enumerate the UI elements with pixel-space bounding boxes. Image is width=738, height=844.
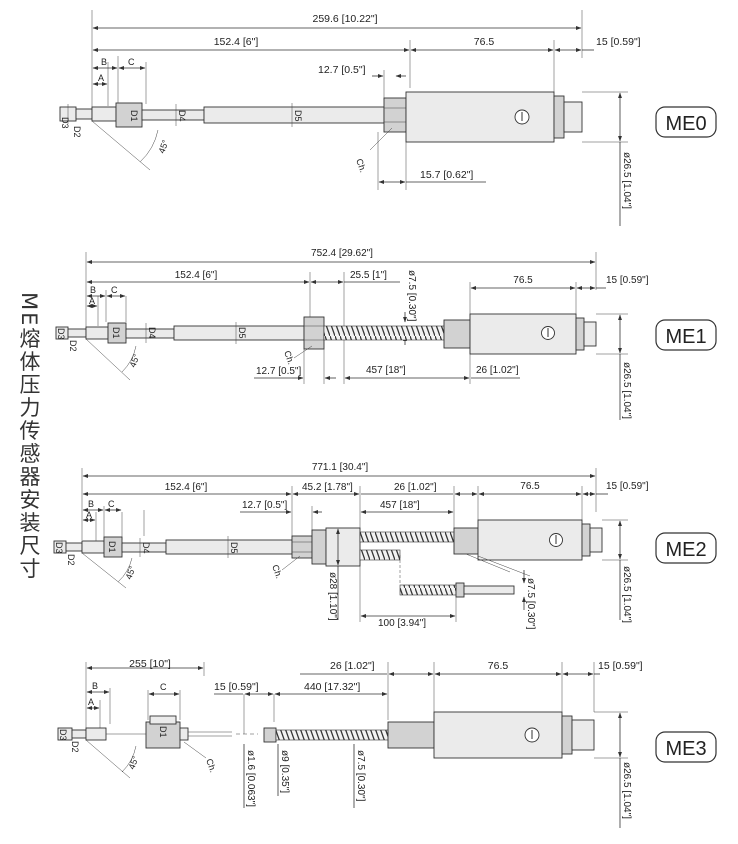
me3-dim-tubedia: ø9 [0.35"] <box>279 750 290 793</box>
me0-label-ch: Ch. <box>354 157 368 174</box>
me1-label-ch: Ch. <box>282 349 296 366</box>
me2-dim-neck: 26 [1.02"] <box>394 482 437 493</box>
me1-label-a: A <box>89 296 95 306</box>
me1-dim-dia: ø26.5 [1.04"] <box>621 362 632 419</box>
me2-label-d5: D5 <box>229 542 239 554</box>
me2-label-b: B <box>88 499 94 509</box>
me3-label-d1: D1 <box>158 726 168 738</box>
me0-dim-neck: 15.7 [0.62"] <box>420 169 473 181</box>
me2-dim-tchose: 100 [3.94"] <box>378 618 426 629</box>
me2-dim-cap: 15 [0.59"] <box>606 481 649 492</box>
me1-dim-flexrigid: 25.5 [1"] <box>350 270 387 281</box>
me1-dim-body: 76.5 <box>513 275 533 286</box>
me3-dim-body: 76.5 <box>488 660 509 672</box>
me3-dim-capdia: ø1.6 [0.063"] <box>245 750 256 807</box>
me3-dim-neck: 26 [1.02"] <box>330 660 375 672</box>
me2-dim-hosedia: ø7.5 [0.30"] <box>525 578 536 630</box>
me1-dim-cap: 15 [0.59"] <box>606 275 649 286</box>
me1-label-d2: D2 <box>68 340 78 352</box>
me1-badge: ME1 <box>665 326 706 348</box>
me2-label-d3: D3 <box>54 542 64 554</box>
me1-label-d5: D5 <box>237 327 247 339</box>
me2-dim-stem: 152.4 [6"] <box>165 482 208 493</box>
me2-dim-dia: ø26.5 [1.04"] <box>621 566 632 623</box>
me3-badge: ME3 <box>665 738 706 760</box>
me2-dim-total: 771.1 [30.4"] <box>312 462 369 473</box>
me2-dim-body: 76.5 <box>520 481 540 492</box>
me3-label-d2: D2 <box>70 741 80 753</box>
me0-dim-total: 259.6 [10.22"] <box>312 13 377 25</box>
me2-badge: ME2 <box>665 539 706 561</box>
me0-label-d1: D1 <box>129 110 139 122</box>
me1-label-d3: D3 <box>56 328 66 340</box>
me1-dim-total: 752.4 [29.62"] <box>311 248 373 259</box>
me1-label-c: C <box>111 285 118 295</box>
me3-label-angle: 45° <box>126 754 140 771</box>
panel-me2: 771.1 [30.4"] 152.4 [6"] 45.2 [1.78"] 26… <box>53 462 717 630</box>
me3-label-d3: D3 <box>58 729 68 741</box>
panel-me3: 255 [10"] 26 [1.02"] 76.5 15 [0.59"] 15 … <box>57 658 717 828</box>
me0-label-a: A <box>98 73 104 83</box>
me1-label-d4: D4 <box>147 327 157 339</box>
me2-label-d1: D1 <box>107 541 117 553</box>
me3-label-a: A <box>88 697 94 707</box>
me3-dim-total: 255 [10"] <box>129 658 171 670</box>
me0-label-angle: 45° <box>156 138 170 155</box>
me3-label-c: C <box>160 682 167 692</box>
me3-label-ch: Ch. <box>204 757 218 774</box>
me0-label-d2: D2 <box>72 126 82 138</box>
me0-dim-dia: ø26.5 [1.04"] <box>621 152 632 209</box>
me2-dim-hose: 457 [18"] <box>380 500 420 511</box>
me0-dim-cap: 15 [0.59"] <box>596 36 641 48</box>
me1-dim-hosedia: ø7.5 [0.30"] <box>406 270 417 322</box>
me1-dim-stem: 152.4 [6"] <box>175 270 218 281</box>
me1-label-d1: D1 <box>111 327 121 339</box>
me0-badge: ME0 <box>665 113 706 135</box>
me0-label-c: C <box>128 57 135 67</box>
me0-label-d3: D3 <box>60 117 70 129</box>
me0-dim-stem: 152.4 [6"] <box>214 36 259 48</box>
me2-label-ch: Ch. <box>270 563 284 580</box>
panel-me1: 752.4 [29.62"] 152.4 [6"] 25.5 [1"] ø7.5… <box>55 248 717 420</box>
me2-label-a: A <box>86 510 92 520</box>
me2-label-d2: D2 <box>66 554 76 566</box>
me2-label-d4: D4 <box>141 542 151 554</box>
me0-dim-hex: 12.7 [0.5"] <box>318 64 366 76</box>
me3-dim-hose: 440 [17.32"] <box>304 681 360 693</box>
page-title: ME熔体压力传感器安装尺寸 <box>17 292 41 581</box>
me1-label-angle: 45° <box>127 352 141 369</box>
me2-label-angle: 45° <box>123 564 137 581</box>
me3-dim-hosedia: ø7.5 [0.30"] <box>355 750 366 802</box>
me2-dim-block: 45.2 [1.78"] <box>302 482 353 493</box>
me0-label-d5: D5 <box>293 110 303 122</box>
panel-me0: 259.6 [10.22"] 152.4 [6"] 76.5 15 [0.59"… <box>59 10 717 226</box>
me1-dim-hex: 12.7 [0.5"] <box>256 366 301 377</box>
me0-label-d4: D4 <box>177 110 187 122</box>
me2-label-c: C <box>108 499 115 509</box>
me2-dim-hex: 12.7 [0.5"] <box>242 500 287 511</box>
me1-label-b: B <box>90 285 96 295</box>
me3-label-b: B <box>92 681 98 691</box>
me1-dim-neck: 26 [1.02"] <box>476 365 519 376</box>
me0-label-b: B <box>101 57 107 67</box>
me3-dim-capillary: 15 [0.59"] <box>214 681 259 693</box>
me3-dim-dia: ø26.5 [1.04"] <box>621 762 632 819</box>
me3-dim-cap: 15 [0.59"] <box>598 660 643 672</box>
me0-dim-body: 76.5 <box>474 36 495 48</box>
me1-dim-hose: 457 [18"] <box>366 365 406 376</box>
me2-dim-blockdia: ø28 [1.10"] <box>327 572 338 621</box>
